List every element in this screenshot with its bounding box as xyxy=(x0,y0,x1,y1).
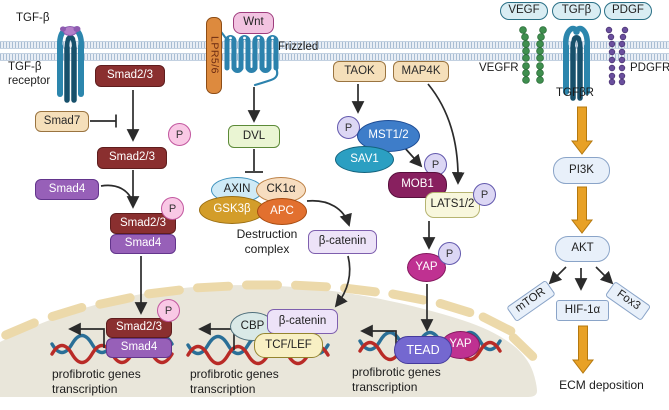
node-smad4-nucleus: Smad4 xyxy=(106,338,172,358)
node-akt: AKT xyxy=(555,236,610,262)
phospho-badge-yap: P xyxy=(438,242,461,265)
node-smad23-phospho: Smad2/3 xyxy=(97,147,167,169)
curve-smad4-join xyxy=(100,184,133,201)
pdgfr-label: PDGFR xyxy=(630,62,669,74)
tgfb-receptor-label: TGF-β receptor xyxy=(8,61,50,88)
profibrotic-smad-line2: transcription xyxy=(52,382,118,396)
node-dvl: DVL xyxy=(228,125,280,148)
nuclear-envelope xyxy=(1,280,538,361)
block-arrow-pi3k-akt xyxy=(570,186,594,234)
profibrotic-tcf-line2: transcription xyxy=(190,382,256,396)
node-taok: TAOK xyxy=(333,61,386,82)
destruction-complex-label: Destruction complex xyxy=(222,227,312,257)
phospho-badge-complex: P xyxy=(161,197,184,220)
arrow-mst-to-mob1 xyxy=(403,146,423,168)
node-smad23-complex: Smad2/3 xyxy=(110,213,176,234)
node-smad4: Smad4 xyxy=(35,179,99,200)
tbar-smad7 xyxy=(90,114,117,128)
profibrotic-label-smad: profibrotic genes transcription xyxy=(52,367,141,397)
profibrotic-smad-line1: profibrotic genes xyxy=(52,367,141,381)
tgfbr-receptor-graphic xyxy=(563,25,590,101)
curve-complex-to-bcatenin xyxy=(306,199,352,227)
frizzled-label: Frizzled xyxy=(278,41,319,53)
node-tead: TEAD xyxy=(394,336,452,364)
arrow-akt-to-fox3 xyxy=(595,266,614,285)
node-smad23-nucleus: Smad2/3 xyxy=(106,318,172,338)
transcription-arrow-smad xyxy=(68,322,105,348)
membrane-leaflet-outer xyxy=(0,41,669,49)
node-yap: YAP xyxy=(407,253,446,282)
node-apc: APC xyxy=(257,198,307,225)
destruction-label-line1: Destruction xyxy=(236,227,298,241)
phospho-badge-lats: P xyxy=(473,183,496,206)
node-lpr56: LPR5/6 xyxy=(206,17,222,94)
node-smad7: Smad7 xyxy=(35,111,89,132)
destruction-label-line2: complex xyxy=(244,242,290,256)
node-hif1a: HIF-1α xyxy=(556,300,609,321)
profibrotic-tcf-line1: profibrotic genes xyxy=(190,367,279,381)
curve-map4k-to-lats xyxy=(427,83,465,185)
node-pdgf: PDGF xyxy=(604,2,652,20)
node-wnt: Wnt xyxy=(233,12,274,34)
arrow-akt-to-mtor xyxy=(548,266,567,285)
node-lats12: LATS1/2 xyxy=(425,192,480,218)
node-beta-catenin-nucleus: β-catenin xyxy=(267,309,338,334)
node-vegf: VEGF xyxy=(500,2,548,20)
tgfb-receptor-graphic xyxy=(57,26,84,103)
cell-membrane xyxy=(0,41,669,62)
membrane-leaflet-inner xyxy=(0,53,669,61)
node-beta-catenin: β-catenin xyxy=(308,230,377,254)
node-smad23-receptor: Smad2/3 xyxy=(95,65,165,87)
ecm-deposition-label: ECM deposition xyxy=(559,378,644,392)
tgfb-receptor-label-line2: receptor xyxy=(8,74,51,87)
phospho-badge-mst: P xyxy=(337,116,360,139)
frizzled-receptor-graphic xyxy=(217,28,279,87)
tgfb-ligand-label: TGF-β xyxy=(16,12,50,24)
node-tcf-lef: TCF/LEF xyxy=(254,333,323,358)
phospho-badge-smad23: P xyxy=(168,123,191,146)
block-arrow-tgfbr-pi3k xyxy=(570,106,594,155)
tgfb-receptor-label-line1: TGF-β xyxy=(8,61,42,73)
node-gsk3b: GSK3β xyxy=(199,196,265,224)
profibrotic-label-tead: profibrotic genes transcription xyxy=(352,365,441,395)
tgfbr-label: TGFβR xyxy=(556,87,594,99)
node-smad4-complex: Smad4 xyxy=(110,234,176,254)
profibrotic-tead-line2: transcription xyxy=(352,380,418,394)
block-arrow-ecm xyxy=(571,325,595,374)
vegfr-label: VEGFR xyxy=(479,62,519,74)
connector-arrows xyxy=(68,83,614,350)
node-pi3k: PI3K xyxy=(553,157,610,184)
block-arrows xyxy=(570,106,595,374)
curve-bcatenin-to-nucleus xyxy=(334,255,351,308)
pdgfr-receptor-graphic xyxy=(605,26,629,86)
node-map4k: MAP4K xyxy=(393,61,449,82)
node-sav1: SAV1 xyxy=(335,146,394,173)
tbar-dvl xyxy=(245,149,263,173)
profibrotic-tead-line1: profibrotic genes xyxy=(352,365,441,379)
profibrotic-label-tcf: profibrotic genes transcription xyxy=(190,367,279,397)
node-tgfb-ligand: TGFβ xyxy=(552,2,601,20)
phospho-badge-nucleus: P xyxy=(157,299,180,322)
vegfr-receptor-graphic xyxy=(519,26,547,84)
